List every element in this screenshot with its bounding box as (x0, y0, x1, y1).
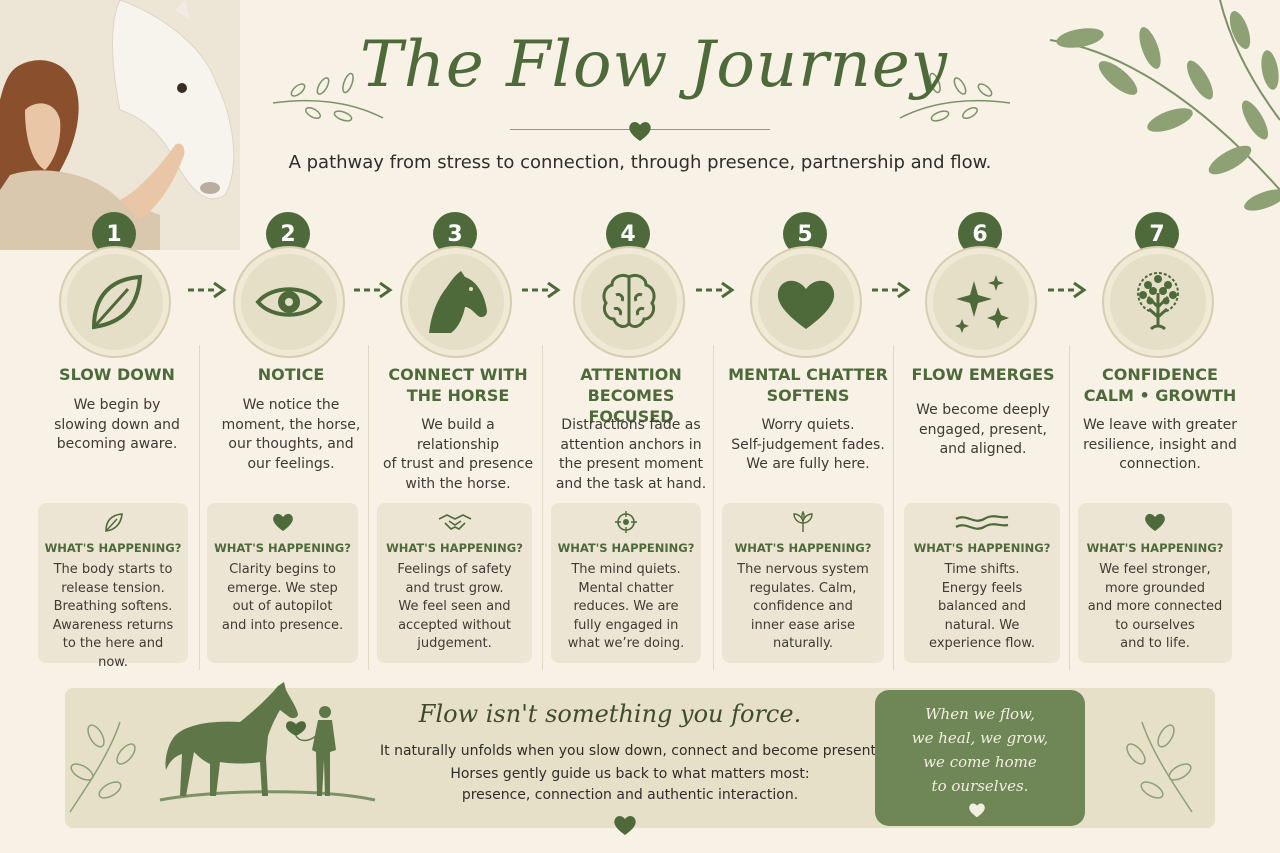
column-divider (713, 345, 714, 670)
eye-icon (255, 287, 323, 317)
column-divider (542, 345, 543, 670)
handshake-icon (438, 514, 471, 530)
leaf-outline-icon (105, 513, 123, 532)
page-title: The Flow Journey (360, 28, 948, 102)
dashed-arrow-icon (696, 281, 735, 299)
sprig-bottom-right-decoration (1126, 721, 1193, 813)
heart-icon (969, 803, 985, 818)
box-heading: WHAT'S HAPPENING? (557, 541, 695, 555)
box-heading: WHAT'S HAPPENING? (734, 541, 872, 555)
box-heading: WHAT'S HAPPENING? (214, 541, 351, 555)
banner-line: It naturally unfolds when you slow down,… (380, 743, 881, 759)
banner-quote: Flow isn't something you force. (418, 700, 802, 728)
step-icon-circle (400, 246, 512, 358)
heart-icon (272, 513, 293, 531)
heart-icon (629, 122, 651, 141)
step-icon-circle (573, 246, 685, 358)
whats-happening-card-4: WHAT'S HAPPENING? The mind quiets.Mental… (551, 503, 701, 663)
dashed-arrow-icon (188, 281, 227, 299)
heart-icon (614, 816, 636, 835)
box-heading: WHAT'S HAPPENING? (913, 541, 1051, 555)
banner-line: presence, connection and authentic inter… (461, 787, 799, 803)
page-subtitle: A pathway from stress to connection, thr… (288, 152, 992, 173)
box-heading: WHAT'S HAPPENING? (44, 541, 182, 555)
box-heading: WHAT'S HAPPENING? (386, 541, 523, 555)
step-icon-circle (233, 246, 345, 358)
olive-branch-decoration (1049, 0, 1280, 211)
target-icon (615, 511, 637, 533)
quote-card-line: to ourselves. (931, 777, 1029, 795)
quote-card-line: we come home (923, 753, 1037, 771)
column-divider (368, 345, 369, 670)
sprig-bottom-left-decoration (69, 721, 136, 813)
box-heading: WHAT'S HAPPENING? (1086, 541, 1224, 555)
quote-card-line: we heal, we grow, (911, 729, 1049, 747)
horse-head-icon (429, 271, 487, 333)
sprig-right-decoration (899, 72, 1011, 122)
step-icon-circle (1102, 246, 1214, 358)
column-divider (893, 345, 894, 670)
horse-and-woman-silhouette (159, 682, 376, 802)
dashed-arrow-icon (522, 281, 561, 299)
whats-happening-card-6: WHAT'S HAPPENING? Time shifts.Energy fee… (904, 503, 1060, 663)
step-title: FLOW EMERGES (911, 365, 1055, 384)
step-icon-circle (59, 246, 171, 358)
quote-card (875, 690, 1085, 826)
banner-line: Horses gently guide us back to what matt… (450, 766, 810, 782)
tree-icon (1137, 272, 1179, 331)
heart-icon (777, 280, 835, 329)
column-divider (199, 345, 200, 670)
step-title: NOTICE (257, 365, 325, 384)
dashed-arrow-icon (872, 281, 911, 299)
column-divider (1069, 345, 1070, 670)
step-icon-circle (925, 246, 1037, 358)
wave-icon (955, 515, 1009, 530)
step-description: Worry quiets.Self-judgement fades.We are… (731, 417, 885, 472)
sparkles-icon (955, 275, 1009, 333)
dashed-arrow-icon (354, 281, 393, 299)
dashed-arrow-icon (1048, 281, 1087, 299)
sprig-left-decoration (272, 72, 384, 122)
heart-icon (1145, 513, 1165, 531)
leaf-icon (91, 274, 143, 330)
whats-happening-card-7: WHAT'S HAPPENING? We feel stronger,more … (1078, 503, 1232, 663)
quote-card-line: When we flow, (925, 705, 1035, 723)
step-title: SLOW DOWN (59, 365, 175, 384)
brain-icon (602, 273, 656, 328)
step-icon-circle (750, 246, 862, 358)
woman-with-horse-photo (0, 0, 240, 250)
sprout-icon (793, 511, 813, 532)
